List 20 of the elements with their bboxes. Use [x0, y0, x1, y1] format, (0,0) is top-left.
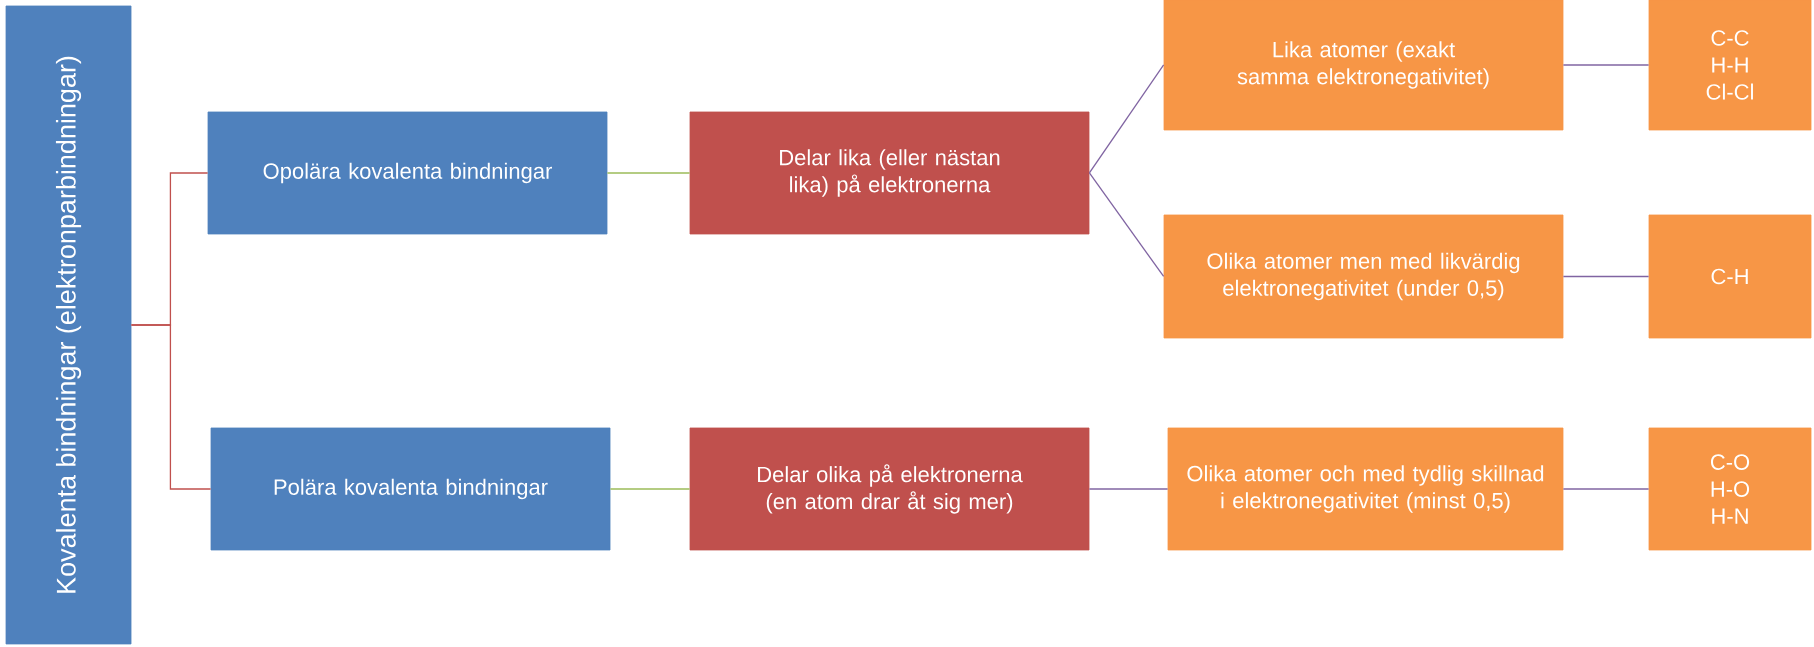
connector-line — [1088, 64, 1165, 174]
connector-line — [1562, 488, 1650, 490]
description-box: Delar lika (eller nästan lika) på elektronerna — [689, 111, 1090, 235]
description-box: Olika atomer men med likvärdig elektronegativitet (under 0,5) — [1163, 214, 1564, 339]
category-box: Kovalenta bindningar (elektronparbindningar) — [5, 5, 132, 645]
example-box: C-O H-O H-N — [1648, 427, 1812, 551]
connector-line — [606, 172, 691, 174]
connector-line — [1088, 172, 1165, 278]
example-box: C-H — [1648, 214, 1812, 339]
category-box: Polära kovalenta bindningar — [210, 427, 611, 551]
connector-line — [130, 324, 212, 490]
connector-line — [1088, 488, 1169, 490]
connector-line — [609, 488, 691, 490]
connector-line — [1562, 64, 1650, 66]
description-box: Olika atomer och med tydlig skillnad i elektronegativitet (minst 0,5) — [1167, 427, 1564, 551]
description-box: Lika atomer (exakt samma elektronegativitet) — [1163, 0, 1564, 131]
description-box: Delar olika på elektronerna (en atom drar åt sig mer) — [689, 427, 1090, 551]
connector-line — [1562, 275, 1650, 278]
category-box: Opolära kovalenta bindningar — [207, 111, 608, 235]
example-box: C-C H-H Cl-Cl — [1648, 0, 1812, 131]
